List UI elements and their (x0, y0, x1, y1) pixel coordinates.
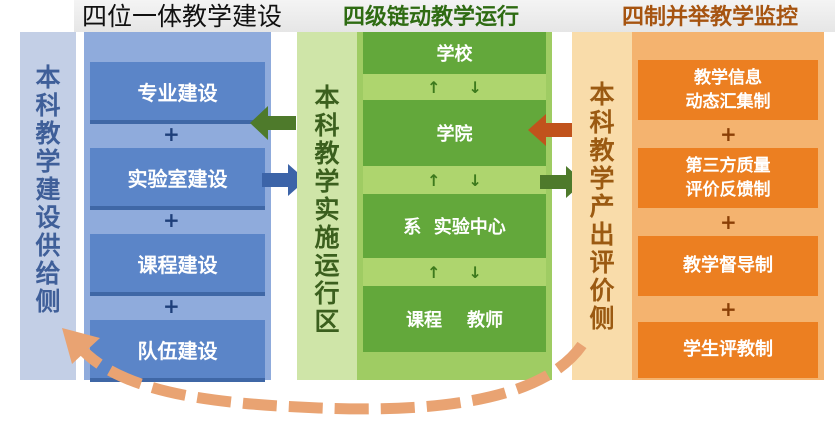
up-arrow-icon: ↑ (427, 77, 441, 97)
plus-sign: + (163, 208, 180, 232)
supply-side-label: 本科教学建设供给侧 (35, 63, 61, 316)
university-box: 学校 (363, 32, 546, 74)
supply-side-panel (20, 32, 76, 380)
link-arrows: ↑↓ (363, 166, 546, 194)
up-arrow-icon: ↑ (427, 170, 441, 190)
heading-teaching-construction: 四位一体教学建设 (82, 2, 283, 31)
student-evaluation-box: 学生评教制 (638, 322, 818, 378)
heading-teaching-operation: 四级链动教学运行 (343, 4, 520, 30)
supervision-box: 教学督导制 (638, 236, 818, 296)
down-arrow-icon: ↓ (468, 262, 482, 282)
plus-sign: + (163, 122, 180, 146)
down-arrow-icon: ↓ (468, 170, 482, 190)
plus-sign: + (720, 210, 737, 234)
course-teacher-box: 课程 教师 (363, 286, 546, 352)
third-party-evaluation-box: 第三方质量评价反馈制 (638, 148, 818, 208)
up-arrow-icon: ↑ (427, 262, 441, 282)
college-box: 学院 (363, 100, 546, 166)
heading-teaching-monitoring: 四制并举教学监控 (622, 4, 799, 30)
course-construction-box: 课程建设 (90, 234, 265, 296)
implementation-panel (297, 32, 357, 380)
arrow-left-icon (250, 106, 296, 140)
down-arrow-icon: ↓ (468, 77, 482, 97)
lab-construction-box: 实验室建设 (90, 148, 265, 210)
evaluation-label: 本科教学产出评价侧 (589, 80, 615, 333)
link-arrows: ↑↓ (363, 74, 546, 100)
plus-sign: + (720, 297, 737, 321)
arrow-left-icon (528, 114, 574, 146)
plus-sign: + (720, 122, 737, 146)
link-arrows: ↑↓ (363, 258, 546, 286)
info-collection-box: 教学信息动态汇集制 (638, 60, 818, 120)
plus-sign: + (163, 294, 180, 318)
department-lab-center-box: 系 实验中心 (363, 194, 546, 258)
major-construction-box: 专业建设 (90, 62, 265, 124)
header-band (74, 0, 835, 32)
implementation-label: 本科教学实施运行区 (314, 83, 340, 336)
evaluation-panel (572, 32, 632, 380)
arrow-right-icon (262, 164, 306, 196)
